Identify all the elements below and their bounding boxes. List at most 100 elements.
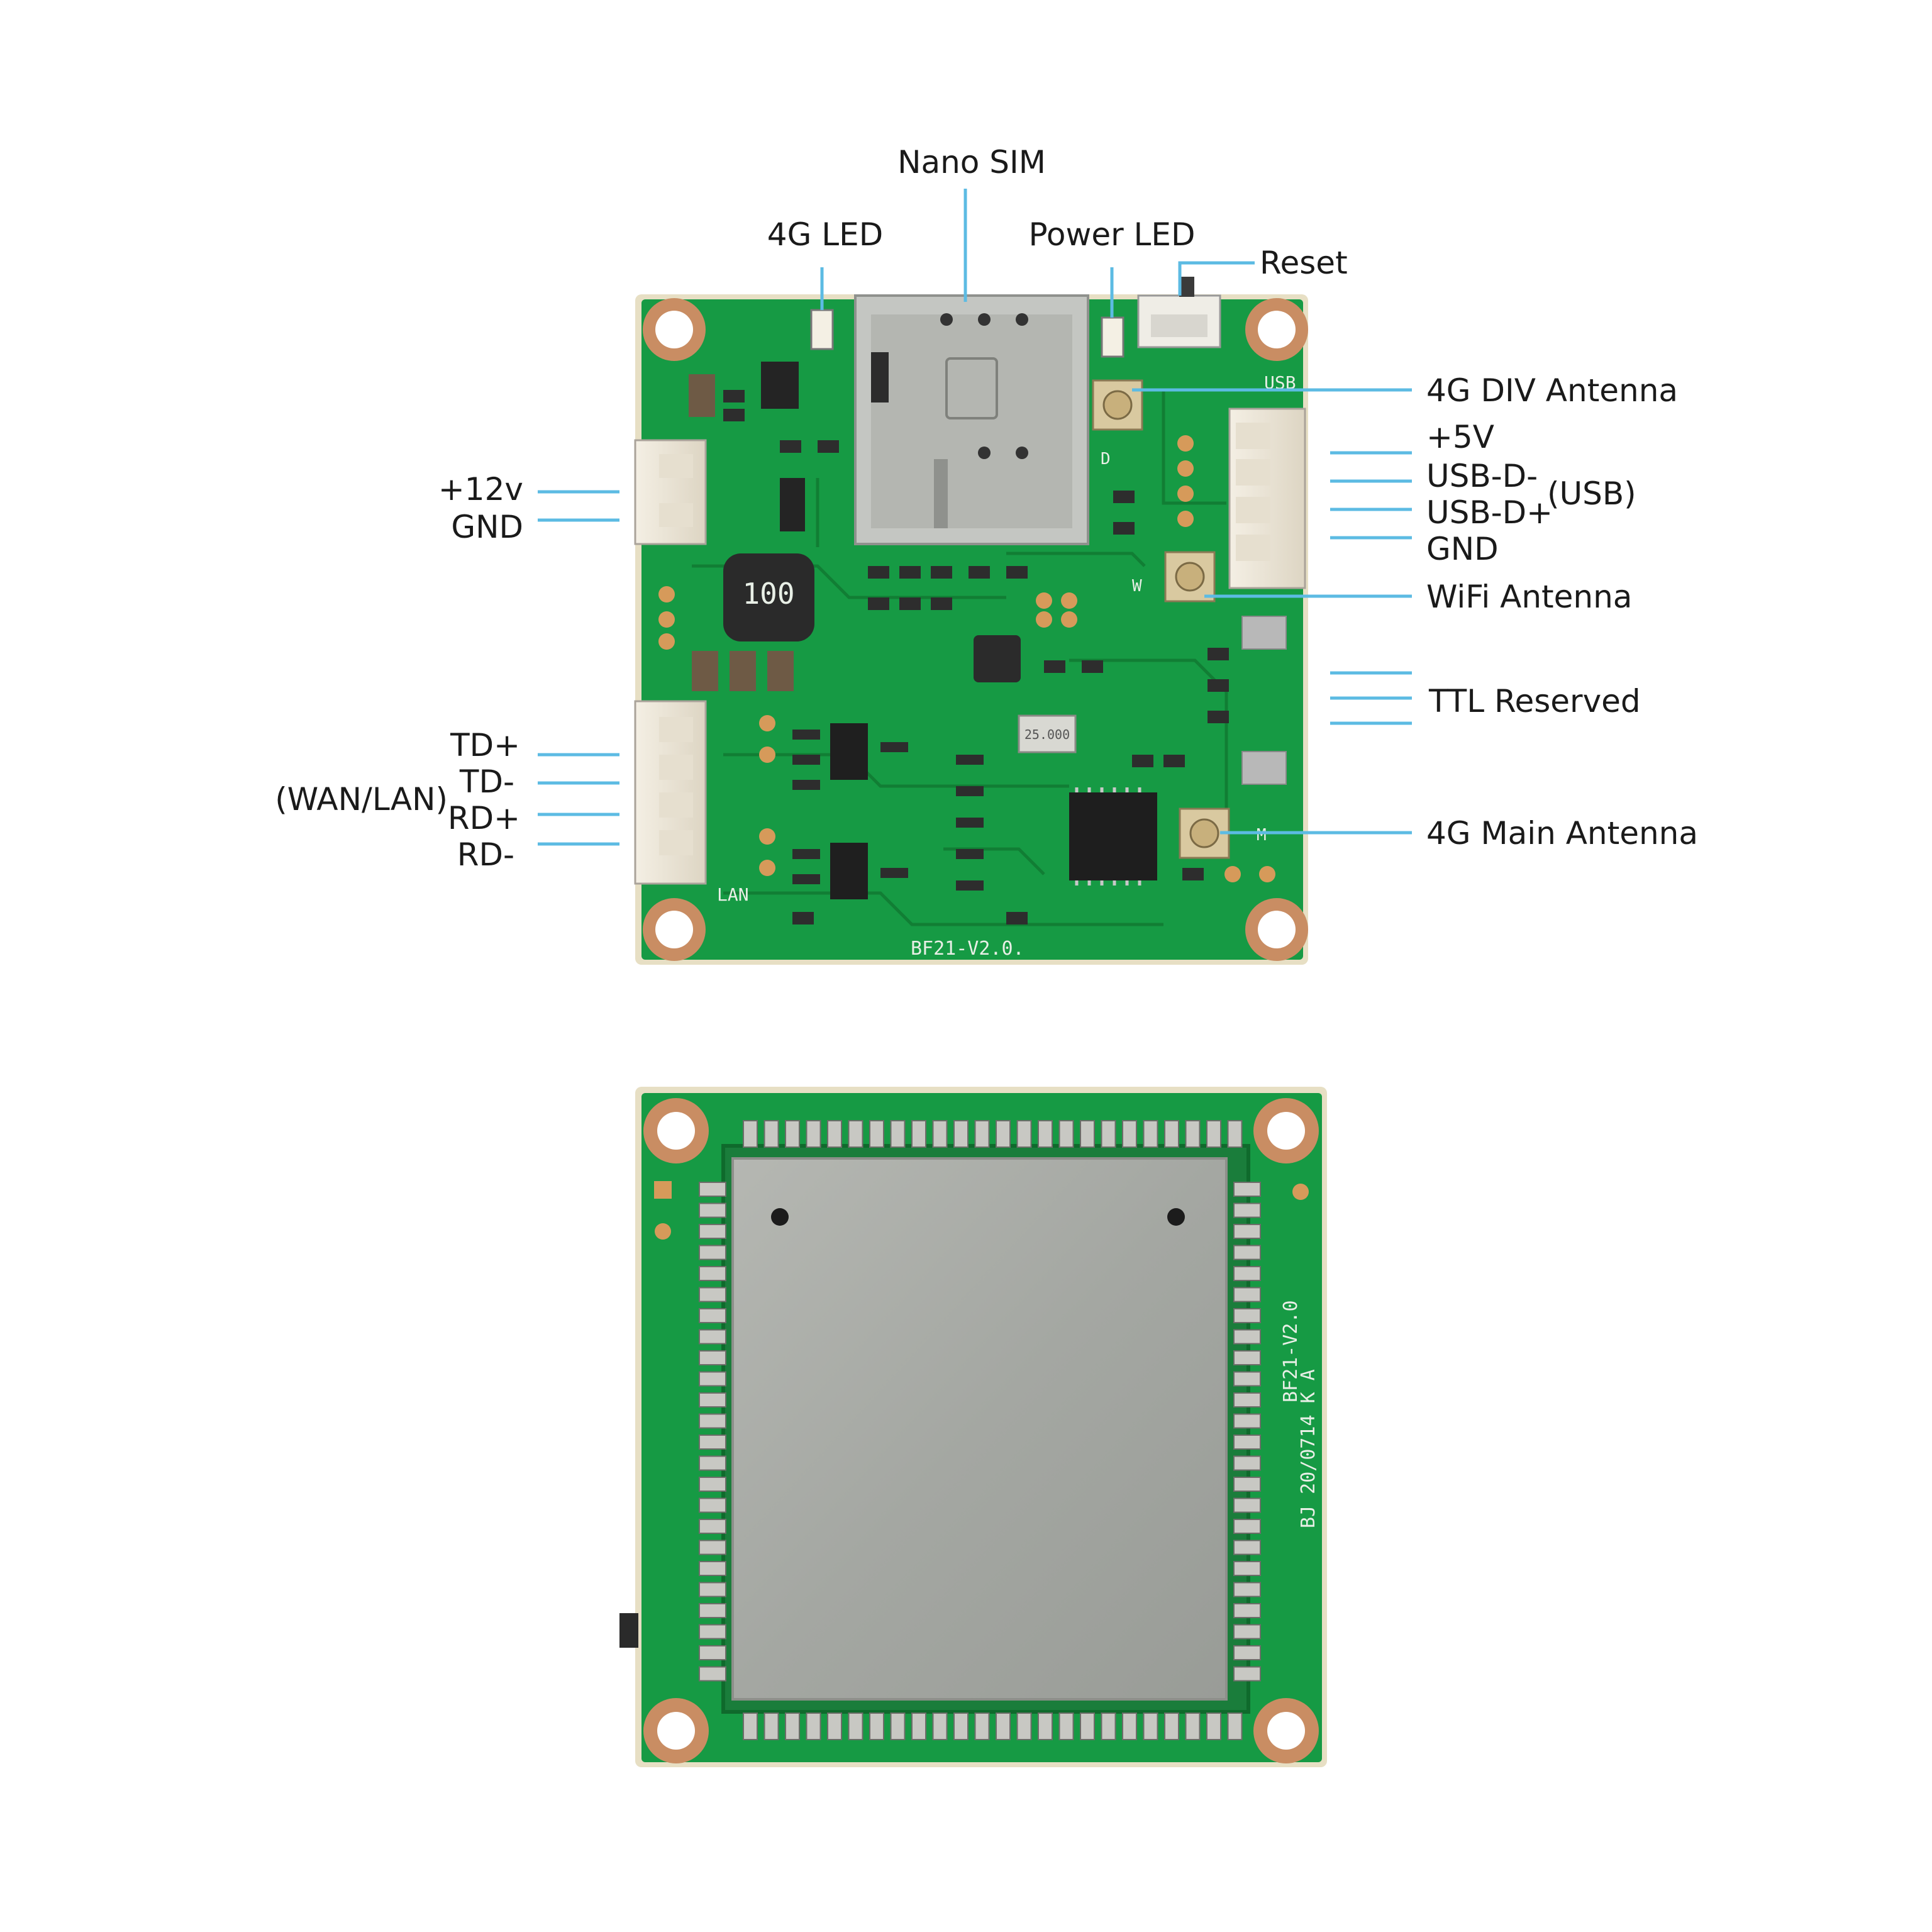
module-pad (1185, 1713, 1201, 1740)
label-div-antenna: 4G DIV Antenna (1426, 372, 1678, 409)
module-pad (911, 1120, 926, 1148)
silk-wifi-mark: W (1132, 577, 1142, 596)
module-pad (699, 1329, 726, 1345)
module-pad (743, 1713, 758, 1740)
module-pad (827, 1120, 842, 1148)
module-pad (1233, 1477, 1261, 1492)
module-pad (699, 1435, 726, 1450)
label-usb-gnd: GND (1426, 531, 1499, 567)
mount-hole-bl (643, 1698, 709, 1763)
module-pad (1233, 1624, 1261, 1640)
crystal-marking: 25.000 (1024, 727, 1070, 742)
module-pad (1233, 1582, 1261, 1597)
module-pad (699, 1666, 726, 1682)
ttl-pad (1241, 616, 1287, 650)
label-usb-dp: USB-D+ (1426, 494, 1553, 531)
module-pad (763, 1713, 779, 1740)
label-usb-group: (USB) (1547, 475, 1636, 512)
inductor-marking: 100 (742, 577, 794, 611)
module-pad (785, 1713, 800, 1740)
mount-hole-tr (1245, 298, 1308, 361)
capacitor (767, 651, 794, 691)
label-td-minus: TD- (459, 763, 514, 800)
callout-labels: Nano SIM 4G LED Power LED Reset 4G DIV A… (275, 144, 1698, 873)
test-pads (654, 1181, 1309, 1240)
module-pad (1164, 1713, 1179, 1740)
module-pad (743, 1120, 758, 1148)
module-pad (1016, 1713, 1032, 1740)
ic-u1 (761, 362, 799, 409)
module-pad (1233, 1455, 1261, 1471)
module-pad (1038, 1713, 1053, 1740)
module-pad (932, 1120, 948, 1148)
mount-hole-bl (643, 898, 706, 961)
label-plus12v: +12v (438, 471, 523, 508)
power-led (1101, 316, 1124, 358)
module-pads-left (699, 1182, 726, 1682)
module-pad (699, 1392, 726, 1407)
module-pad (699, 1245, 726, 1260)
module-pad (1233, 1245, 1261, 1260)
label-main-antenna: 4G Main Antenna (1426, 815, 1698, 852)
module-pad (1080, 1120, 1095, 1148)
module-pad (699, 1308, 726, 1323)
div-antenna-connector (1092, 379, 1143, 431)
module-pad (699, 1519, 726, 1534)
module-pad (1233, 1435, 1261, 1450)
main-chip (1069, 787, 1157, 886)
nano-sim-slot (854, 294, 1089, 545)
module-pad (1016, 1120, 1032, 1148)
capacitor (730, 651, 756, 691)
module-pad (1233, 1603, 1261, 1618)
leader-lines (538, 189, 1412, 846)
mosfet-1 (830, 723, 868, 780)
module-pad (1233, 1350, 1261, 1365)
module-pad (1227, 1120, 1243, 1148)
module-pad (848, 1120, 863, 1148)
module-pad (1233, 1182, 1261, 1197)
module-pad (699, 1224, 726, 1239)
module-pad (1233, 1561, 1261, 1576)
wifi-antenna-connector (1164, 551, 1216, 602)
module-pad (699, 1582, 726, 1597)
capacitor (689, 374, 715, 417)
module-pad (1233, 1666, 1261, 1682)
label-pwr-gnd: GND (451, 509, 523, 545)
bottom-board: BF21-V2.0 BJ 20/0714 K A (619, 1087, 1327, 1767)
test-pads (658, 435, 1275, 882)
module-pad (869, 1120, 884, 1148)
module-pad (785, 1120, 800, 1148)
module-pad (974, 1713, 990, 1740)
module-pad (974, 1120, 990, 1148)
label-4g-led: 4G LED (767, 216, 883, 253)
crystal: 25.000 (1018, 714, 1077, 753)
module-pads-bottom (743, 1713, 1243, 1740)
module-pad (1233, 1329, 1261, 1345)
module-pad (1206, 1120, 1221, 1148)
module-pad (699, 1603, 726, 1618)
module-pad (1233, 1497, 1261, 1513)
module-pad (1058, 1120, 1074, 1148)
module-pad (890, 1713, 906, 1740)
label-wifi-antenna: WiFi Antenna (1426, 579, 1632, 615)
module-pad (1101, 1120, 1116, 1148)
module-pad (1122, 1120, 1137, 1148)
silk-lan: LAN (717, 884, 749, 905)
module-pad (699, 1371, 726, 1387)
silk-back-date: BJ 20/0714 K A (1297, 1369, 1319, 1528)
module-pad (1206, 1713, 1221, 1740)
label-reset: Reset (1260, 245, 1348, 281)
module-pad (932, 1713, 948, 1740)
module-pad (1185, 1120, 1201, 1148)
module-pad (699, 1561, 726, 1576)
module-pads-right (1233, 1182, 1261, 1682)
module-pad (1122, 1713, 1137, 1740)
module-pad (869, 1713, 884, 1740)
silk-main-mark: M (1257, 826, 1267, 845)
module-pad (848, 1713, 863, 1740)
module-pad (1233, 1392, 1261, 1407)
module-pad (953, 1120, 969, 1148)
module-pad (1233, 1371, 1261, 1387)
module-pad (996, 1713, 1011, 1740)
